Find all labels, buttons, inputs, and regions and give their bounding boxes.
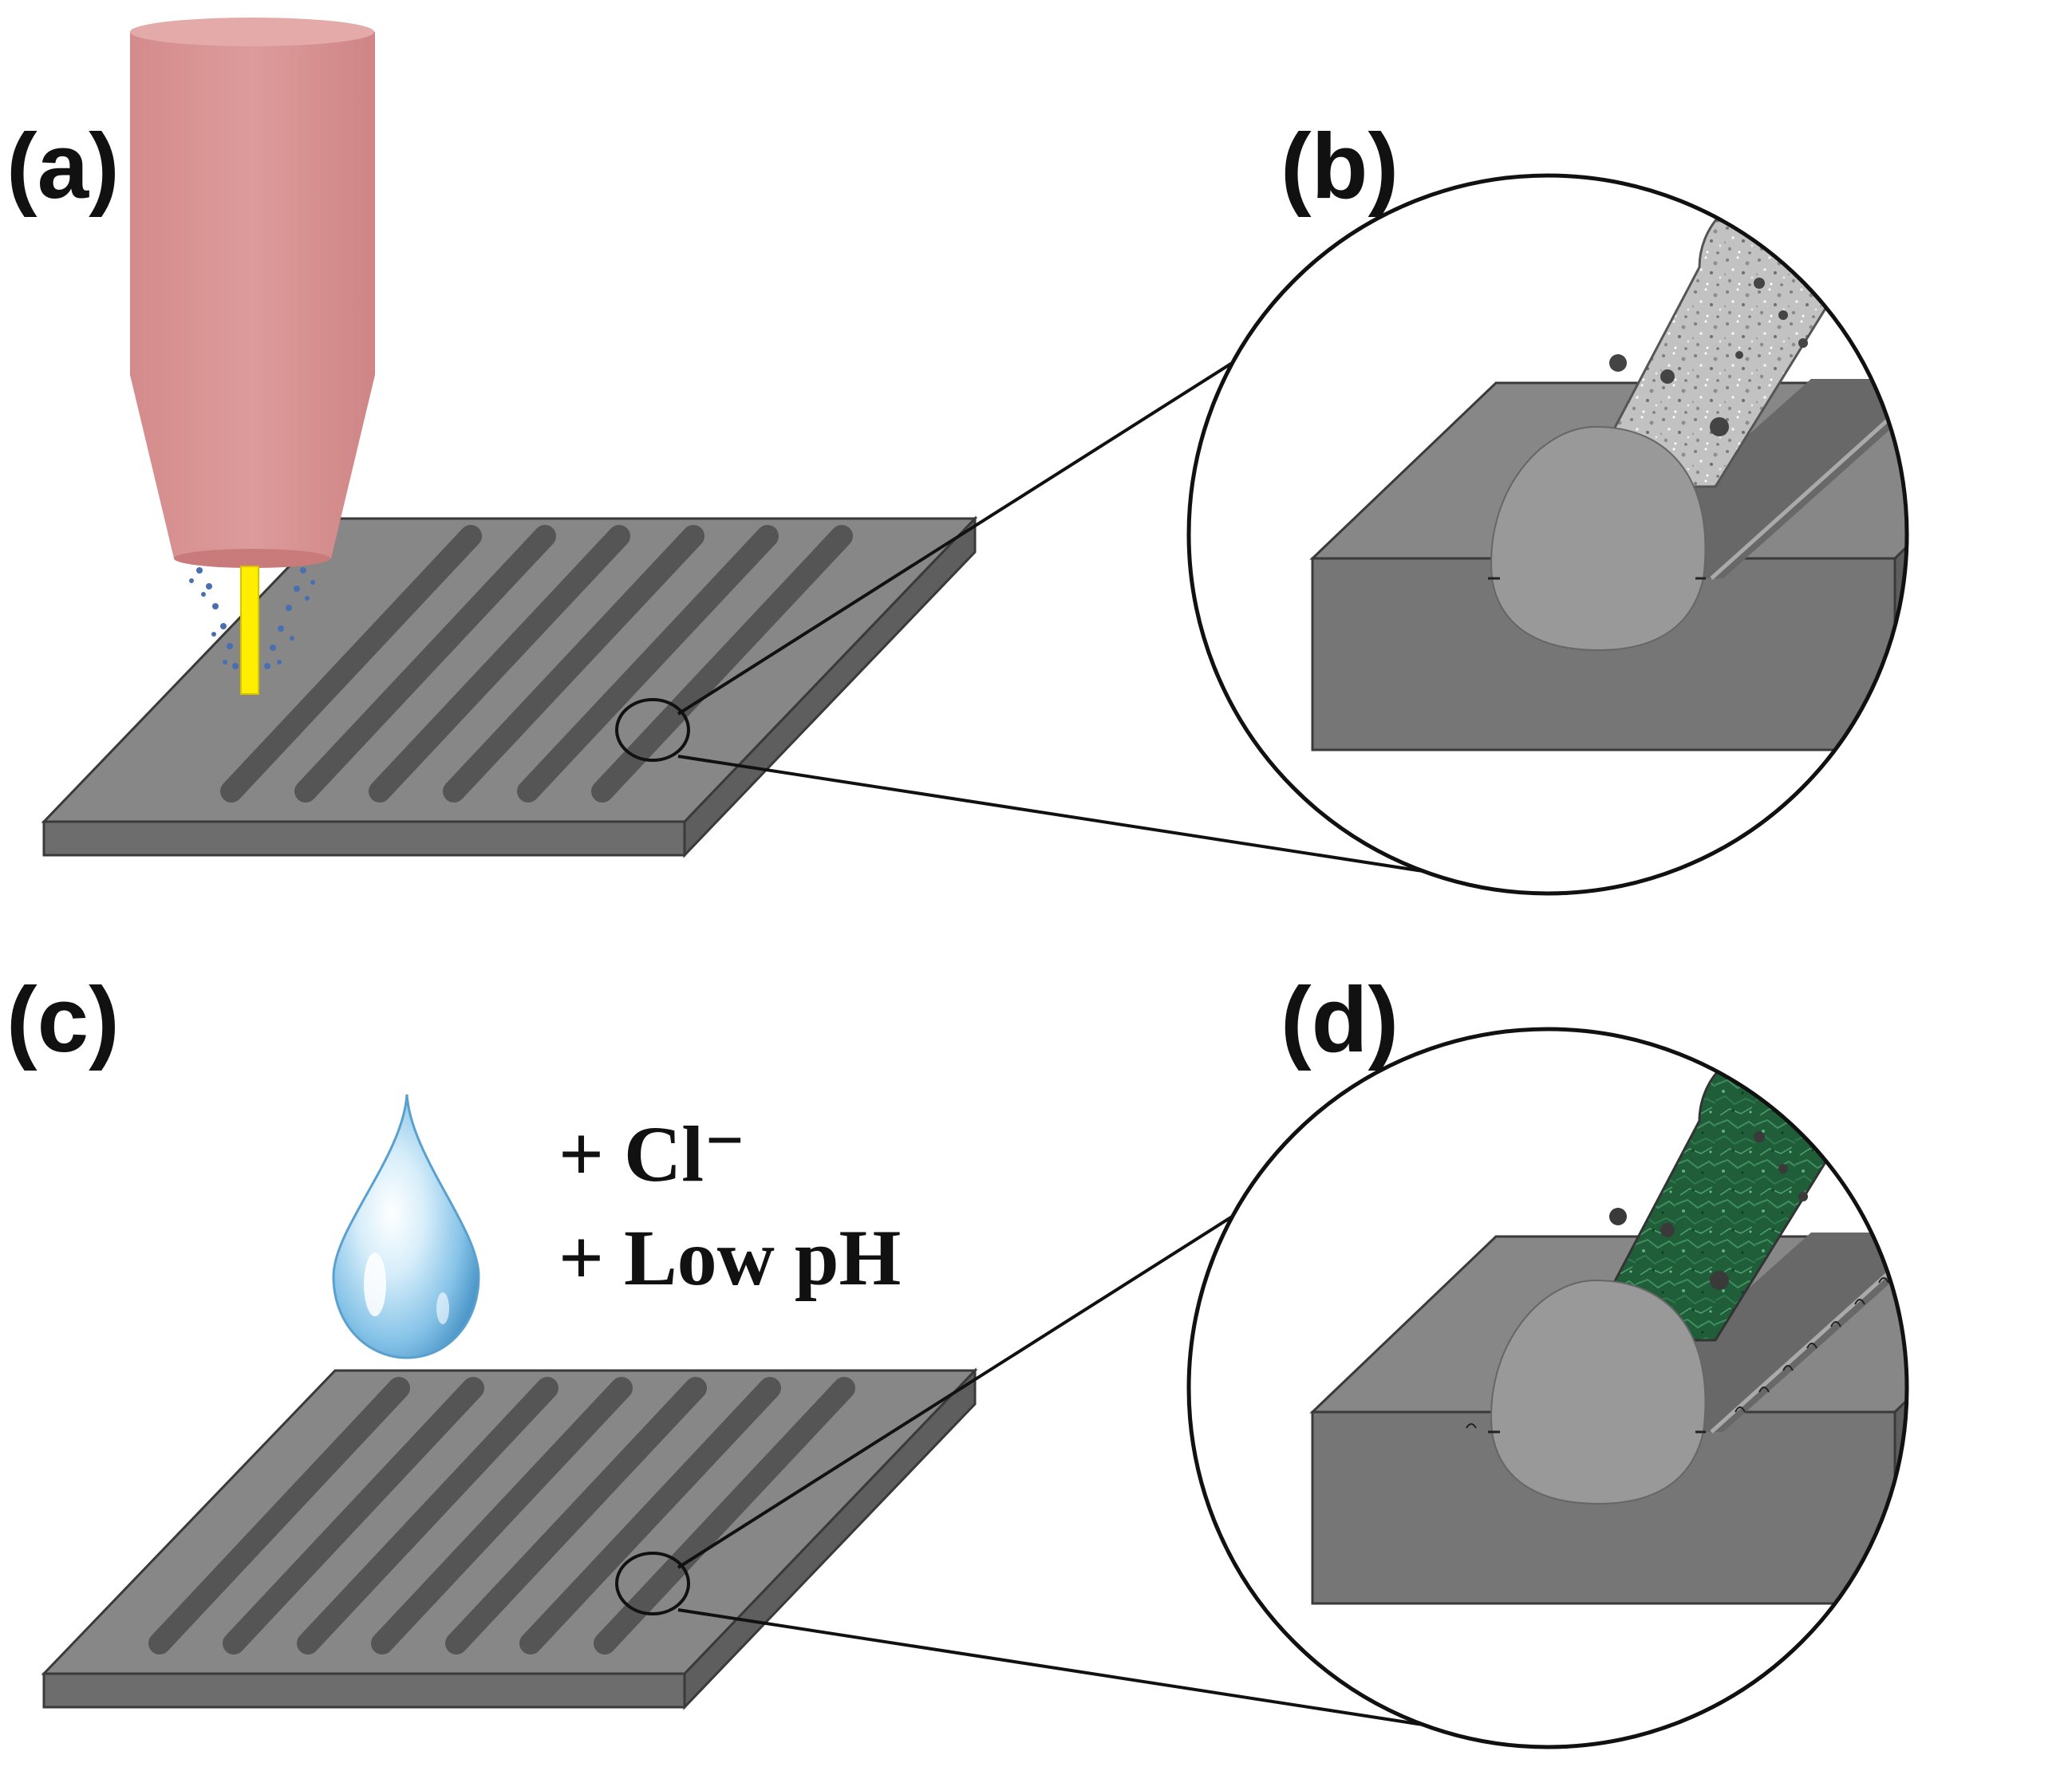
chloride-label: + Cl⁻ [558, 1110, 746, 1198]
laser-tracks-a [220, 525, 853, 803]
water-droplet-icon [332, 1094, 480, 1359]
magnify-circle-c [615, 1552, 690, 1615]
panel-a: (a) [6, 18, 1569, 895]
track-cross-section [1490, 425, 1707, 652]
track-cross-section-d [1490, 1279, 1707, 1505]
low-ph-label: + Low pH [558, 1213, 901, 1302]
substrate-plate-a [41, 515, 978, 858]
panel-b: (b) [1186, 114, 1909, 896]
panel-b-label: (b) [1281, 114, 1399, 218]
powder-spray-icon [189, 567, 315, 669]
panel-a-label: (a) [6, 114, 120, 218]
substrate-plate-c [41, 1367, 978, 1710]
deposition-nozzle-icon [130, 18, 375, 568]
zoom-circle-b [1186, 173, 1909, 896]
laser-tracks-c [148, 1377, 855, 1655]
magnify-circle-a [615, 698, 690, 762]
panel-d: (d) [1186, 968, 1909, 1749]
panel-d-label: (d) [1281, 968, 1399, 1071]
zoom-circle-d [1186, 1027, 1909, 1749]
panel-c-label: (c) [6, 968, 120, 1071]
laser-beam-icon [240, 566, 259, 695]
panel-c: (c) + Cl⁻ + Low pH [6, 968, 1569, 1749]
